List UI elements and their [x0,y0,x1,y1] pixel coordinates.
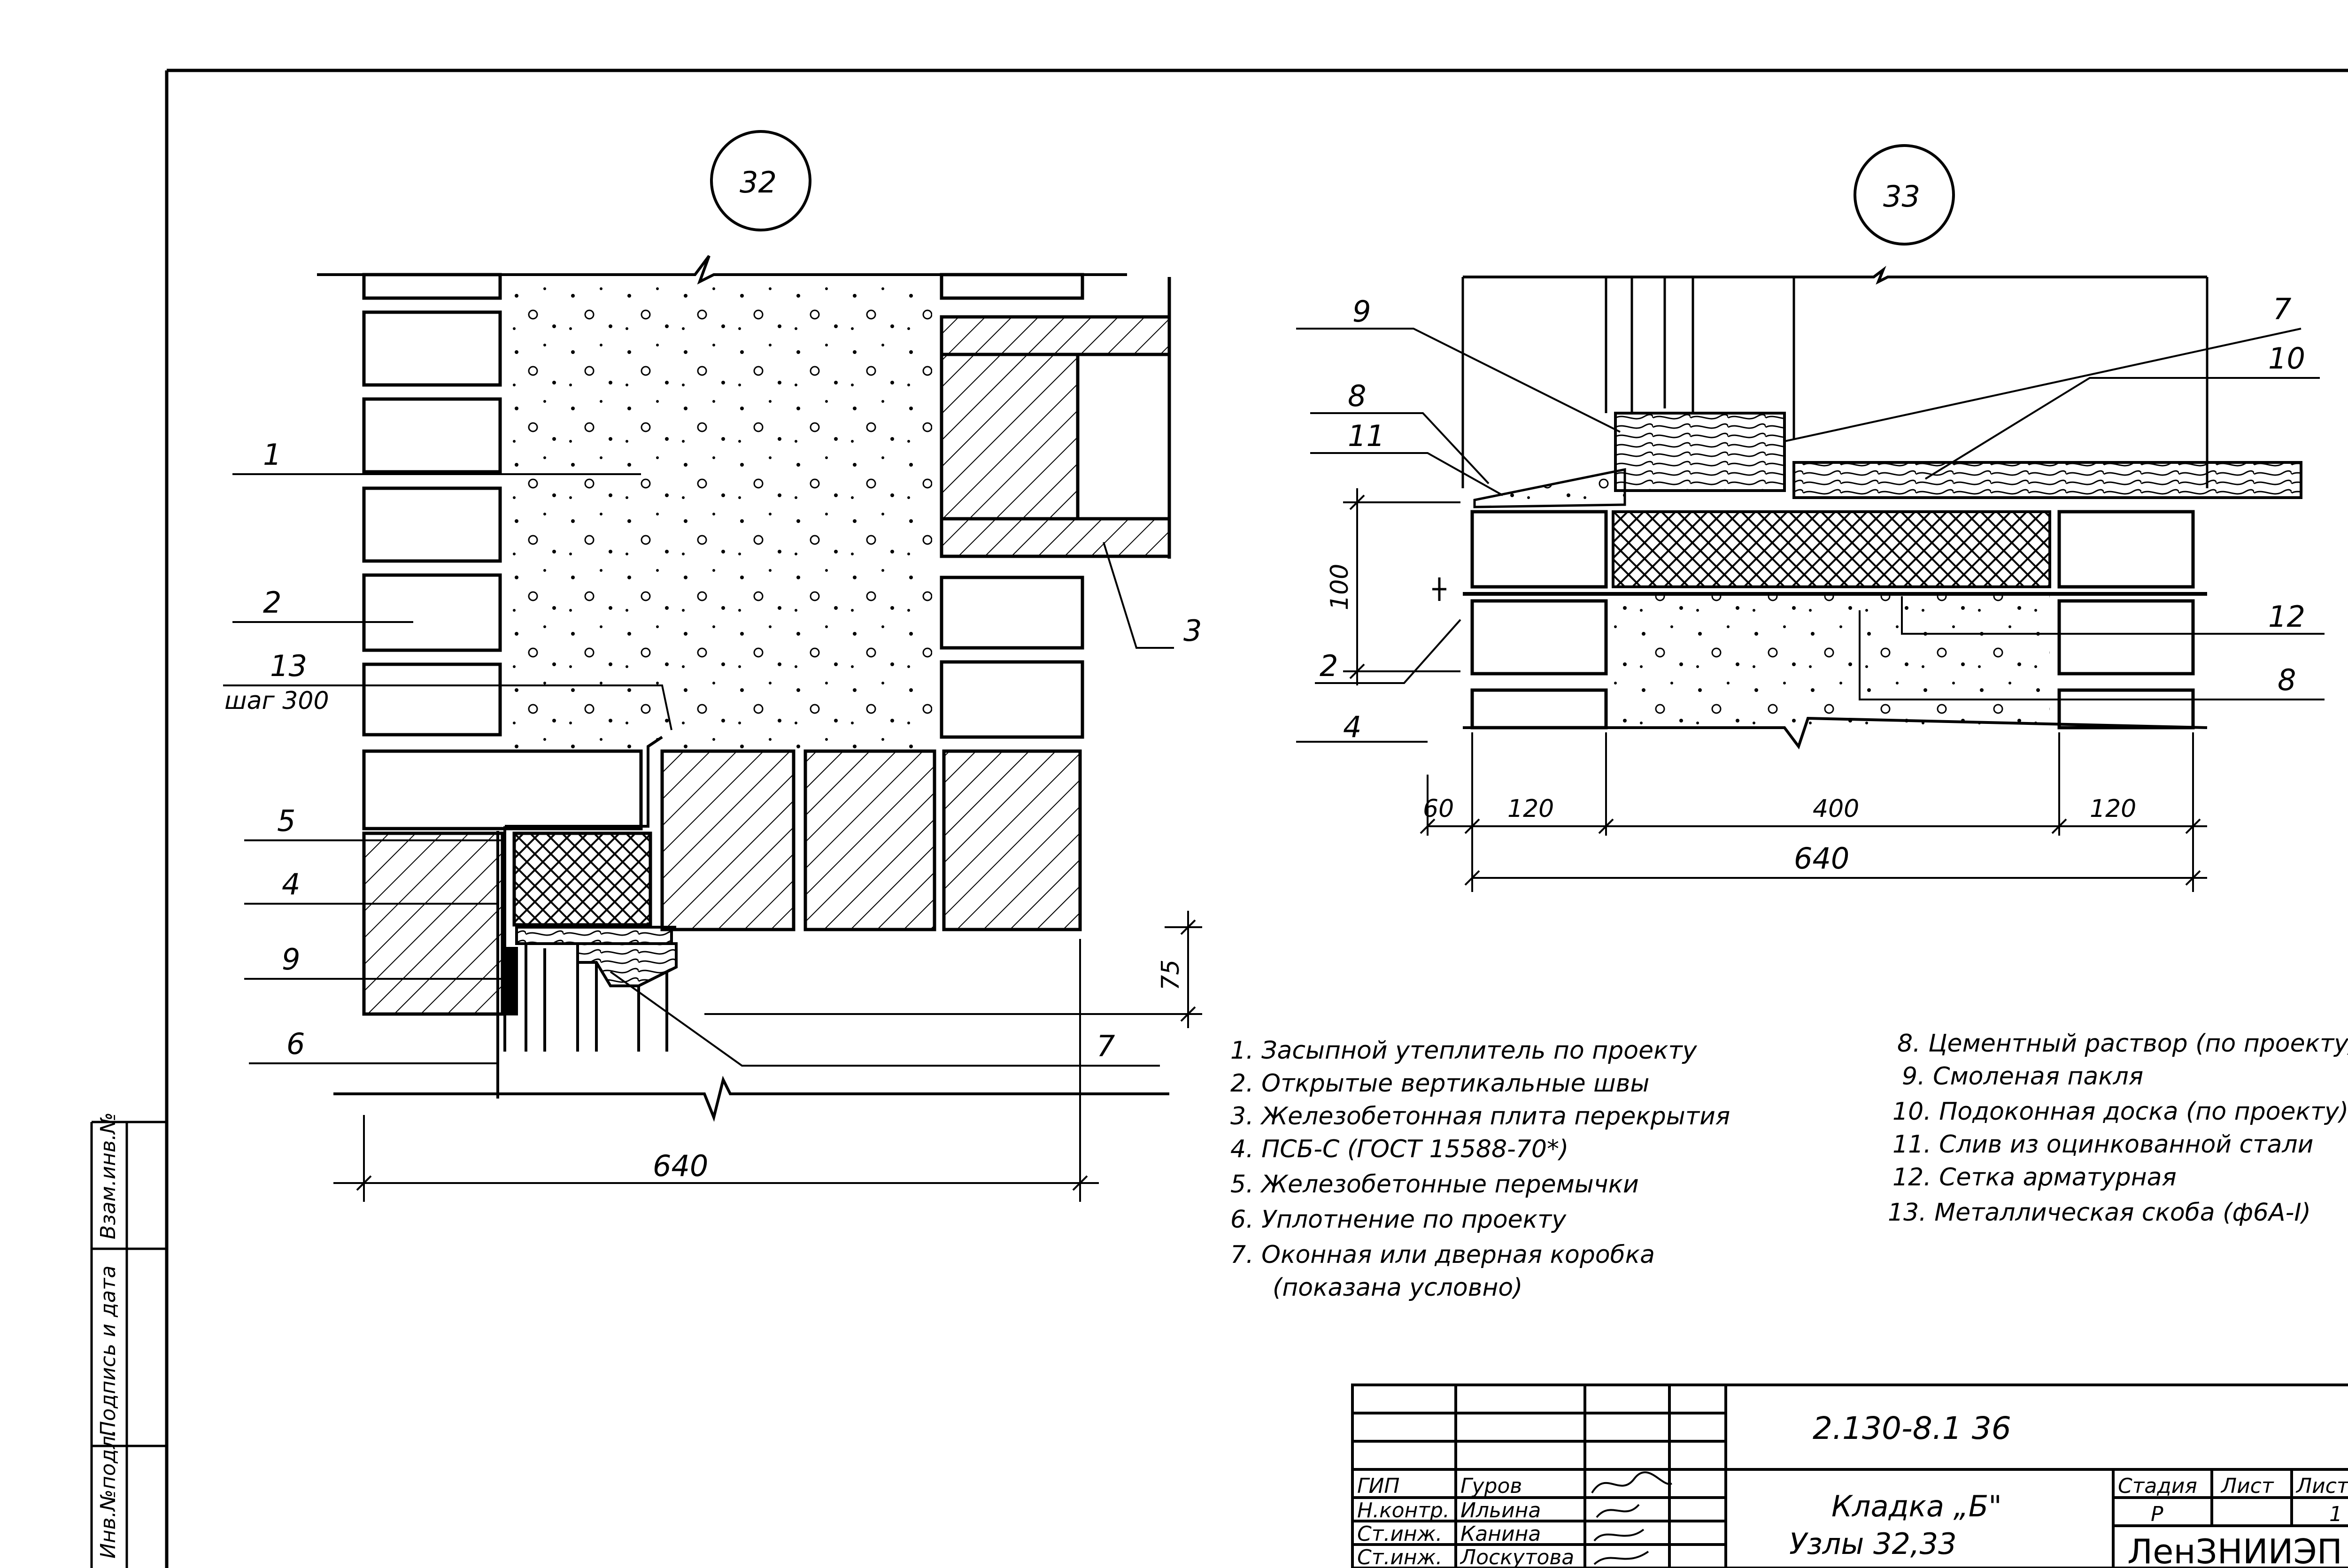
callout-13-step: шаг 300 [224,687,329,715]
name-kanina: Канина [1460,1522,1541,1546]
title-block [1351,1384,2348,1568]
callout-6: 6 [286,1027,305,1061]
brick-column-right [940,273,1084,739]
brick-column-left [362,273,643,830]
callout-33-4: 4 [1343,710,1361,744]
sheets-value: 1 [2329,1502,2342,1526]
callout-33-10: 10 [2268,341,2305,376]
name-ilina: Ильина [1460,1499,1541,1522]
callout-5: 5 [277,804,295,838]
stamp-inv-original: Инв.№подл. [96,1429,120,1559]
concrete-lintels [362,749,1082,1016]
legend-item-13: 13. Металлическая скоба (ф6А-I) [1888,1199,2311,1227]
callout-33-9: 9 [1352,294,1371,329]
legend-item-1: 1. Засыпной утеплитель по проекту [1230,1037,1698,1065]
stamp-replace-inv: Взам.инв.№ [96,1112,120,1239]
legend-item-12: 12. Сетка арматурная [1892,1163,2177,1191]
callout-33-8: 8 [1348,379,1366,413]
callout-33-2: 2 [1320,649,1338,683]
callout-9: 9 [282,942,300,976]
legend-item-9: 9. Смоленая пакля [1902,1062,2143,1091]
dim-75: 75 [1157,960,1185,991]
stage-header: Стадия [2118,1474,2197,1498]
callout-4: 4 [282,867,300,901]
node-32-dimensions [333,911,1202,1202]
name-gurov: Гуров [1460,1474,1522,1498]
dim-120-a: 120 [1507,795,1554,823]
role-gip: ГИП [1357,1474,1400,1498]
legend-item-5: 5. Железобетонные перемычки [1230,1170,1639,1199]
sheet-header: Лист [2220,1474,2274,1498]
dim-120-b: 120 [2090,795,2136,823]
legend-item-8: 8. Цементный раствор (по проекту) [1897,1030,2348,1058]
signatures [1591,1471,1672,1565]
legend-right: 8. Цементный раствор (по проекту) 9. Смо… [1888,1030,2348,1227]
node-33-bubble [1854,144,1955,246]
stage-value: Р [2151,1502,2163,1526]
sheet-title-line1: Кладка „Б" [1831,1489,2002,1523]
node-33-leaders [1296,328,2325,743]
legend-item-4: 4. ПСБ-С (ГОСТ 15588-70*) [1230,1135,1568,1163]
dim-100: 100 [1326,564,1354,610]
window-frame-33 [1614,412,1786,492]
legend-item-2: 2. Открытые вертикальные швы [1230,1069,1649,1098]
doc-code: 2.130-8.1 36 [1813,1410,2011,1446]
callout-13: 13 [270,649,307,683]
callout-33-8b: 8 [2278,663,2296,697]
window-sill-board [1792,461,2302,499]
dim-640-a: 640 [653,1149,708,1183]
sheets-header: Листов [2295,1474,2348,1498]
callout-33-11: 11 [1348,419,1385,453]
name-loskutova: Лоскутова [1460,1545,1574,1568]
callout-3: 3 [1183,614,1202,648]
legend-item-6: 6. Уплотнение по проекту [1230,1206,1567,1234]
callout-33-7: 7 [2273,292,2291,326]
callout-7: 7 [1097,1029,1115,1063]
sheet-frame [165,69,2348,1568]
role-nkontr: Н.контр. [1357,1499,1450,1522]
window-frame-32 [496,826,678,1099]
organization: ЛенЗНИИЭП [2127,1532,2342,1568]
dim-60: 60 [1423,795,1454,823]
psb-insulation-33 [1612,510,2051,588]
legend-item-3: 3. Железобетонная плита перекрытия [1230,1102,1730,1130]
node-32: 32 [223,130,1202,1202]
loose-fill-insulation [510,277,932,749]
node-33: 33 [1296,144,2325,892]
mortar-fill-33 [1613,594,2050,728]
stamp-signature-date: Подпись и дата [96,1266,120,1437]
floor-slab [940,277,1171,559]
callout-1: 1 [263,438,281,472]
node-32-label: 32 [740,165,777,200]
callout-2: 2 [263,585,281,620]
side-stamp [90,1121,167,1568]
legend-item-11: 11. Слив из оцинкованной стали [1892,1130,2313,1159]
dim-400: 400 [1813,795,1859,823]
node-33-dimensions [1343,488,2207,892]
legend-item-7-note: (показана условно) [1273,1274,1522,1302]
role-stinzh-1: Ст.инж. [1357,1522,1442,1546]
node-33-label: 33 [1883,179,1920,214]
node-32-bubble [710,130,811,231]
sheet-title-line2: Узлы 32,33 [1789,1527,1957,1561]
legend-item-7: 7. Оконная или дверная коробка [1230,1241,1655,1269]
callout-33-12: 12 [2268,600,2305,634]
node-32-leaders [223,473,1174,1067]
legend-left: 1. Засыпной утеплитель по проекту 2. Отк… [1230,1037,1730,1302]
role-stinzh-2: Ст.инж. [1357,1545,1442,1568]
legend-item-10: 10. Подоконная доска (по проекту) [1892,1098,2348,1126]
dim-640-b: 640 [1794,841,1849,876]
